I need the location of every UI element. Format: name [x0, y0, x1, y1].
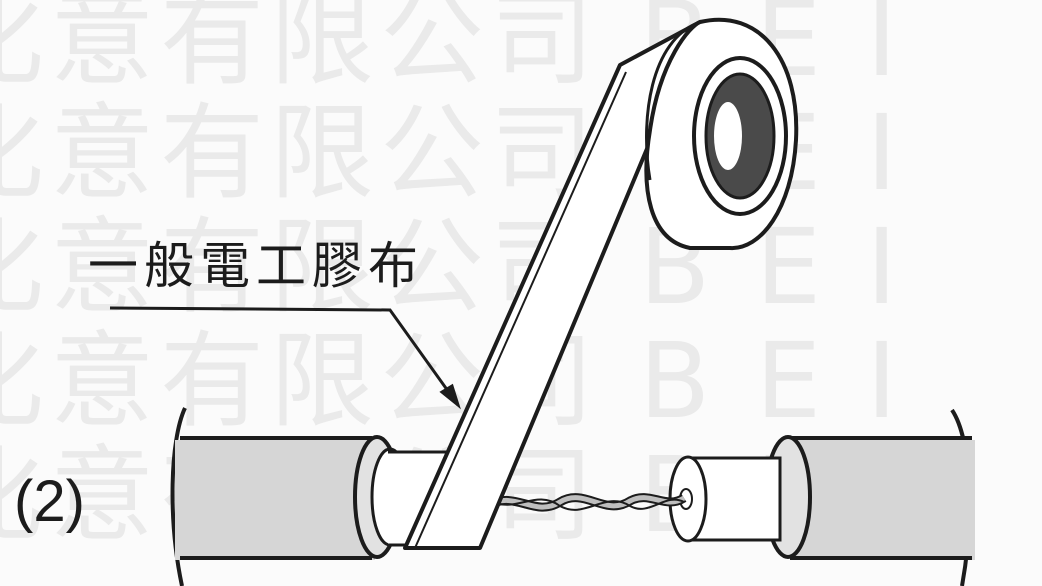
step-label: (2): [14, 469, 85, 534]
twisted-conductor: [487, 493, 687, 512]
left-cable: [170, 407, 472, 586]
right-cable: [668, 408, 975, 586]
tape-label: 一般電工膠布: [88, 237, 424, 295]
tape-roll: [644, 17, 799, 251]
leader-arrow: [109, 306, 461, 410]
